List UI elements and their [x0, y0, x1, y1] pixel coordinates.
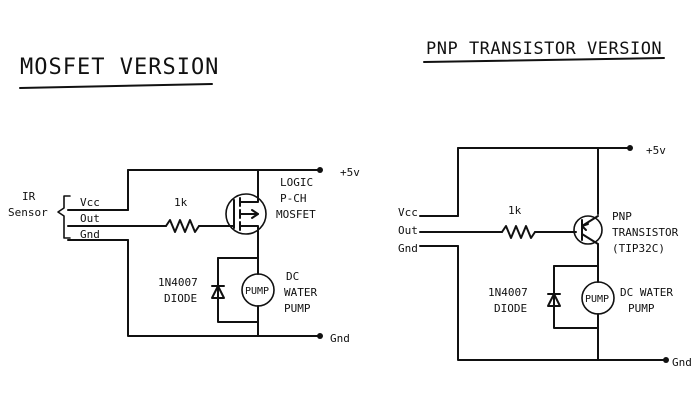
pnp-ground-label: Gnd: [672, 356, 692, 369]
mosfet-loop-bottom: [217, 257, 259, 323]
mosfet-type-label-2: P-CH: [280, 192, 307, 205]
mosfet-ground-rail: [127, 239, 319, 337]
pnp-section: PNP TRANSISTOR VERSION Vcc Out Gnd 1k +5…: [398, 39, 692, 369]
mosfet-ground-terminal: [317, 333, 323, 339]
mosfet-title-underline: [19, 83, 213, 89]
pnp-out-label: Out: [398, 224, 418, 237]
pnp-symbol-circle: [573, 215, 603, 245]
mosfet-pump-symbol: PUMP: [245, 286, 269, 297]
mosfet-pump-label-3: PUMP: [284, 302, 311, 315]
mosfet-supply-terminal: [317, 167, 323, 173]
mosfet-vcc-label: Vcc: [80, 196, 100, 209]
pnp-pump-symbol: PUMP: [585, 294, 609, 305]
mosfet-ground-label: Gnd: [330, 332, 350, 345]
pnp-gnd-label: Gnd: [398, 242, 418, 255]
pnp-legs: [581, 215, 599, 245]
mosfet-section: MOSFET VERSION IR Sensor Vcc Out Gnd 1k …: [8, 55, 360, 345]
pnp-type-label-1: PNP: [612, 210, 632, 223]
pnp-pump-label-1: DC WATER: [620, 286, 673, 299]
ir-sensor-label-2: Sensor: [8, 206, 48, 219]
mosfet-pump-label-2: WATER: [284, 286, 317, 299]
mosfet-diode: [211, 285, 225, 299]
mosfet-gate-plate: [231, 199, 235, 229]
pnp-title: PNP TRANSISTOR VERSION: [426, 39, 662, 59]
pnp-ground-terminal: [663, 357, 669, 363]
mosfet-resistor: [165, 219, 200, 233]
pnp-diode: [547, 293, 561, 307]
mosfet-out-label: Out: [80, 212, 100, 225]
pnp-pump-label-2: PUMP: [628, 302, 655, 315]
mosfet-diode-label-1: 1N4007: [158, 276, 198, 289]
mosfet-gnd-label: Gnd: [80, 228, 100, 241]
pnp-arrow: [581, 223, 589, 231]
pnp-vcc-label: Vcc: [398, 206, 418, 219]
pnp-loop-bottom: [553, 265, 599, 329]
mosfet-arrow: [251, 209, 259, 219]
pnp-diode-label-2: DIODE: [494, 302, 527, 315]
mosfet-title: MOSFET VERSION: [20, 55, 219, 80]
mosfet-terminals: [239, 193, 259, 235]
pnp-title-underline: [423, 57, 665, 63]
pnp-diode-label-1: 1N4007: [488, 286, 528, 299]
mosfet-type-label-1: LOGIC: [280, 176, 313, 189]
mosfet-diode-label-2: DIODE: [164, 292, 197, 305]
pnp-resistor-label: 1k: [508, 204, 522, 217]
pnp-type-label-3: (TIP32C): [612, 242, 665, 255]
sensor-bracket: [57, 195, 71, 239]
ir-sensor-label-1: IR: [22, 190, 36, 203]
pnp-ground-rail: [457, 245, 665, 361]
mosfet-symbol-circle: [225, 193, 267, 235]
mosfet-pump-label-1: DC: [286, 270, 299, 283]
pnp-supply-terminal: [627, 145, 633, 151]
mosfet-resistor-label: 1k: [174, 196, 188, 209]
mosfet-supply-label: +5v: [340, 166, 360, 179]
mosfet-type-label-3: MOSFET: [276, 208, 316, 221]
pnp-resistor: [501, 225, 536, 239]
pnp-supply-label: +5v: [646, 144, 666, 157]
pnp-type-label-2: TRANSISTOR: [612, 226, 679, 239]
